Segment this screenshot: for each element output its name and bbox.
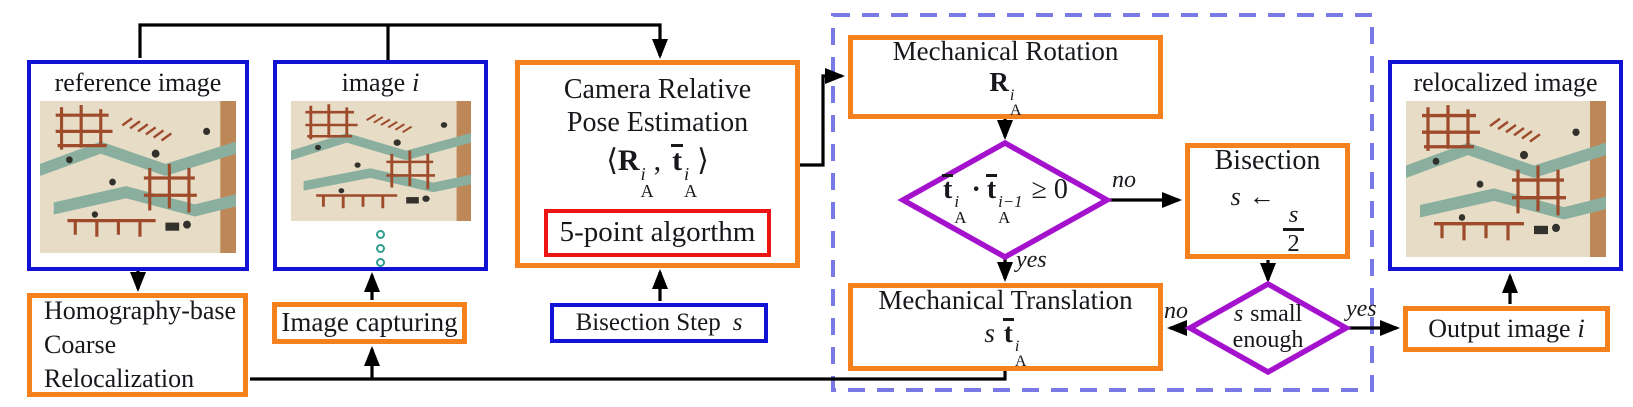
s-var: s	[984, 317, 995, 348]
sub: A	[1014, 351, 1027, 370]
edge-label-no: no	[1112, 167, 1136, 193]
sup: i	[954, 192, 960, 212]
s-var: s	[1230, 181, 1241, 211]
translation-symbol: t	[1003, 317, 1013, 348]
comparison: ≥ 0	[1031, 173, 1068, 205]
iteration-dashed-region	[831, 13, 1374, 392]
step-size-decision-diamond	[1184, 280, 1352, 376]
t-bar: t	[942, 173, 954, 205]
sup: i	[1009, 85, 1015, 104]
node-homography-coarse-relocalization: Homography-base Coarse Relocalization	[27, 293, 248, 397]
image-i-mural-image	[291, 101, 471, 221]
output-image-var: i	[1577, 314, 1585, 344]
camera-pose-line1: Camera Relative	[563, 74, 752, 105]
numerator: s	[1282, 201, 1305, 231]
relocalized-mural-image	[1406, 101, 1606, 257]
translation-symbol: t	[672, 144, 683, 178]
sub: A	[998, 208, 1011, 228]
homography-line2: Coarse	[44, 330, 117, 360]
image-i-title-text: image	[341, 68, 406, 97]
dot	[376, 258, 385, 267]
reference-image-title: reference image	[54, 68, 222, 97]
t-bar: t	[1002, 317, 1014, 348]
mechanical-translation-title: Mechanical Translation	[878, 284, 1133, 315]
camera-pose-line2: Pose Estimation	[566, 107, 749, 139]
denominator: 2	[1287, 229, 1300, 257]
edge-label-yes: yes	[1346, 296, 1377, 322]
s-var: s	[1233, 301, 1244, 328]
dot-operator: ·	[971, 173, 981, 205]
mechanical-rotation-title: Mechanical Rotation	[892, 35, 1119, 66]
sub: A	[954, 208, 967, 228]
sub: A	[1009, 100, 1022, 119]
relocalized-image-title: relocalized image	[1413, 68, 1598, 97]
translation-symbol: t	[986, 173, 997, 205]
sup: i	[684, 163, 690, 184]
sub: A	[684, 181, 698, 202]
rotation-symbol: R	[617, 144, 640, 178]
sup: i	[640, 163, 646, 184]
sub: A	[640, 181, 654, 202]
homography-line1: Homography-base	[44, 296, 237, 326]
flow-arrows	[130, 23, 1518, 381]
node-reference-image: reference image	[27, 60, 249, 271]
node-relocalized-image: relocalized image	[1388, 60, 1623, 271]
translation-direction-decision-diamond	[897, 139, 1113, 261]
bisection-title: Bisection	[1214, 145, 1321, 177]
node-bisection-step: Bisection Step s	[550, 303, 768, 343]
text: small	[1250, 301, 1303, 328]
homography-line3: Relocalization	[44, 363, 195, 393]
dot	[376, 244, 385, 253]
ellipsis-dots-icon	[376, 230, 385, 267]
reference-mural-image	[40, 101, 236, 253]
assign-arrow: ←	[1248, 181, 1275, 211]
translation-symbol: t	[943, 173, 953, 205]
rangle: ⟩	[697, 144, 709, 178]
edge-label-yes: yes	[1016, 247, 1047, 273]
condition-line2: enough	[1232, 327, 1304, 353]
output-image-text: Output image	[1428, 314, 1571, 344]
sup: i	[1014, 336, 1020, 355]
image-i-title-var: i	[412, 68, 420, 97]
bisection-step-var: s	[732, 308, 743, 336]
t-bar: t	[671, 144, 684, 178]
bisection-step-text: Bisection Step	[575, 308, 721, 336]
node-five-point-algorithm: 5-point algorthm	[543, 209, 772, 258]
comma: ,	[653, 144, 662, 178]
dot	[376, 230, 385, 239]
node-image-capturing: Image capturing	[272, 302, 467, 344]
sup: i−1	[998, 192, 1023, 212]
langle: ⟨	[606, 144, 618, 178]
t-bar: t	[985, 173, 998, 205]
edge-label-no: no	[1164, 298, 1188, 324]
rotation-symbol: R	[989, 66, 1009, 97]
bisection-step-label: Bisection Step s	[576, 309, 743, 338]
